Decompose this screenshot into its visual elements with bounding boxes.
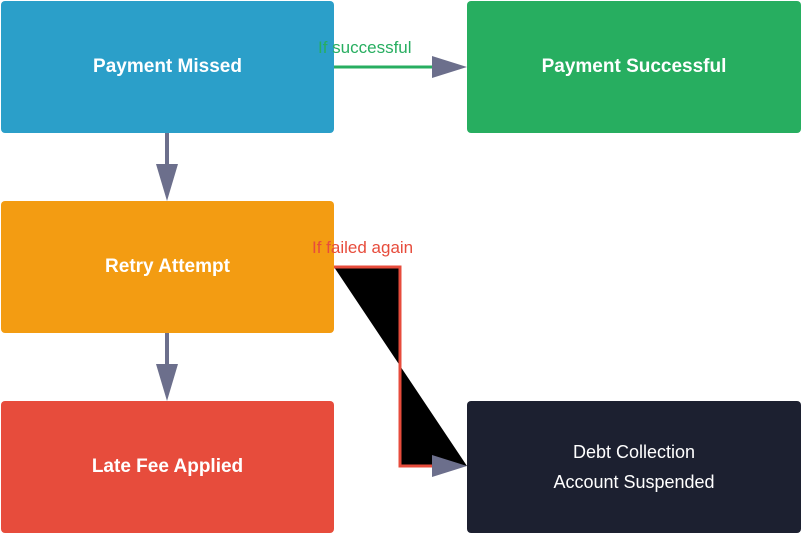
- edge-label-if-successful: If successful: [318, 38, 412, 57]
- node-payment-missed-label: Payment Missed: [93, 56, 242, 77]
- edge-label-if-failed-again: If failed again: [312, 238, 414, 257]
- arrowhead-debt: [432, 455, 467, 477]
- node-payment-successful-label: Payment Successful: [541, 56, 727, 77]
- arrowhead-retry: [156, 164, 178, 201]
- edge-retry-to-debt: [334, 265, 440, 468]
- arrowhead-success: [432, 56, 467, 78]
- node-payment-successful: Payment Successful: [467, 1, 801, 133]
- node-retry-attempt-label: Retry Attempt: [105, 256, 230, 277]
- node-debt-collection-line2: Account Suspended: [553, 472, 715, 492]
- arrowhead-late: [156, 364, 178, 401]
- node-payment-missed: Payment Missed: [1, 1, 334, 133]
- node-late-fee-applied: Late Fee Applied: [1, 401, 334, 533]
- node-debt-collection-line1: Debt Collection: [572, 442, 696, 462]
- node-late-fee-applied-label: Late Fee Applied: [91, 456, 244, 477]
- node-debt-collection: Debt Collection Account Suspended: [467, 401, 801, 533]
- node-retry-attempt: Retry Attempt: [1, 201, 334, 333]
